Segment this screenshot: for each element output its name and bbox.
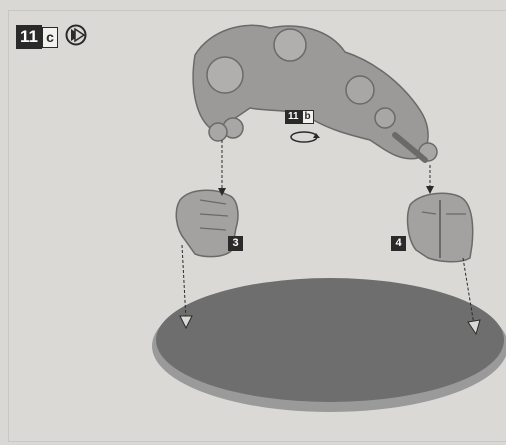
rotate-icon <box>291 132 320 142</box>
ref-step-number: 11 <box>285 110 302 124</box>
play-forward-icon <box>67 26 86 45</box>
part-4-shape <box>408 193 473 262</box>
arm-assembly <box>193 25 437 161</box>
part-number-4: 4 <box>391 236 406 251</box>
sub-assembly-reference: 11 b <box>285 110 314 124</box>
ref-step-letter: b <box>302 110 314 124</box>
base-disc <box>152 278 506 412</box>
part-number-3: 3 <box>228 236 243 251</box>
